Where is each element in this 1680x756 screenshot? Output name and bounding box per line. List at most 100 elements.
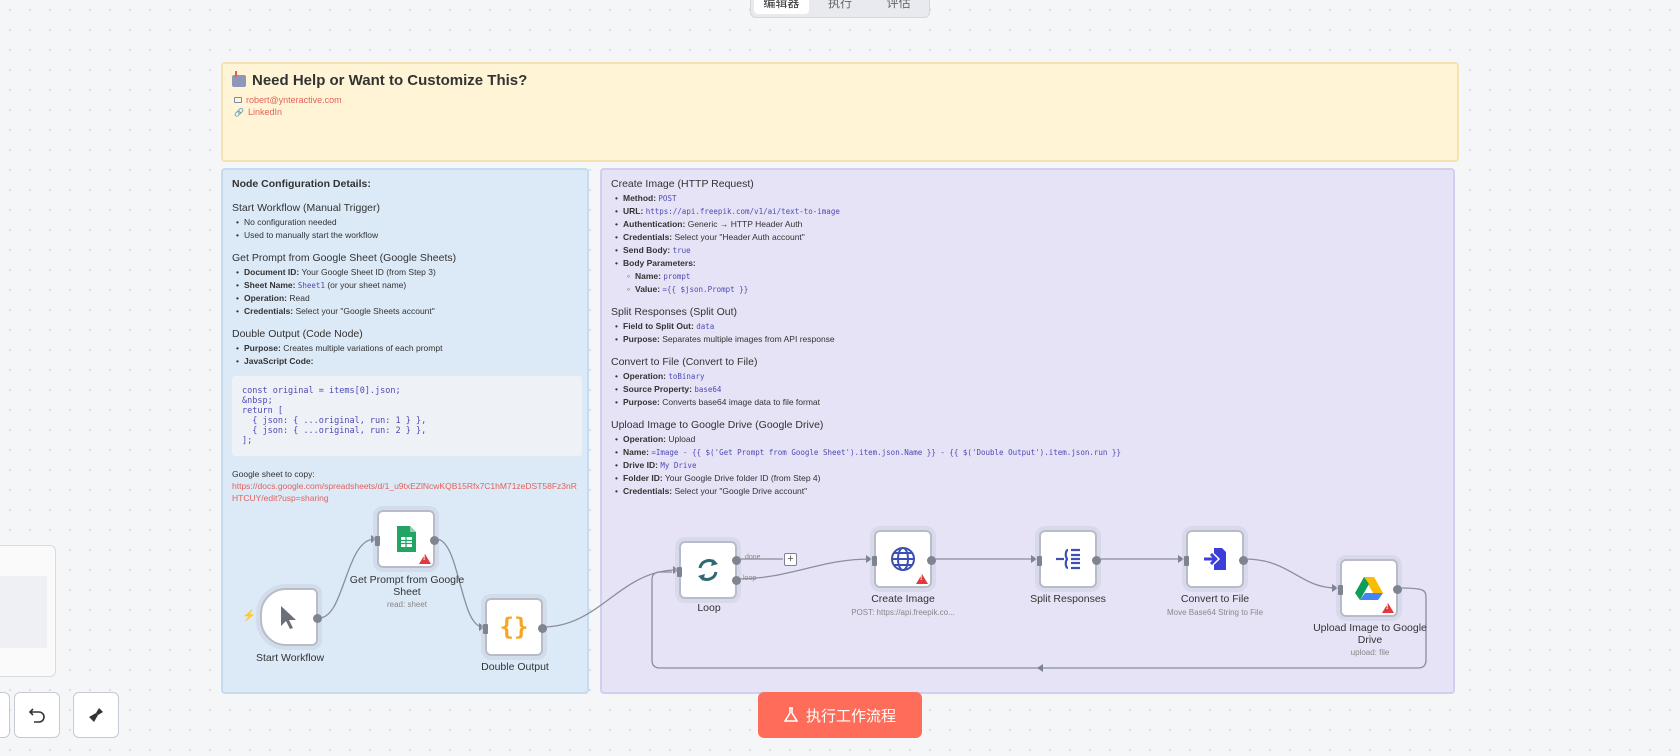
- view-tabs: 编辑器 执行 评估: [750, 0, 930, 18]
- sheet-copy-label: Google sheet to copy:: [232, 469, 315, 479]
- loop-port[interactable]: [732, 576, 741, 585]
- broom-icon: [89, 708, 103, 722]
- node-create-image[interactable]: [872, 530, 936, 588]
- node-start-workflow[interactable]: [260, 588, 322, 646]
- node-split-responses[interactable]: [1037, 530, 1101, 588]
- loop-output-label: loop: [743, 575, 757, 582]
- node-google-drive[interactable]: [1338, 559, 1402, 617]
- convert-file-icon: [1204, 548, 1226, 570]
- sheet-copy-link[interactable]: https://docs.google.com/spreadsheets/d/1…: [232, 481, 577, 503]
- lightning-icon: ⚡: [242, 610, 256, 622]
- tidy-up-button[interactable]: [73, 692, 119, 738]
- sheets-op-item: Operation: Read: [236, 292, 578, 305]
- node-label-split: Split Responses: [1030, 593, 1106, 605]
- execute-button-label: 执行工作流程: [805, 707, 896, 725]
- node-label-create: Create Image: [871, 593, 935, 605]
- input-port[interactable]: [483, 624, 488, 634]
- config-heading: Node Configuration Details:: [232, 178, 371, 190]
- create-send-item: Send Body: true: [615, 244, 1444, 257]
- sheets-section-title: Get Prompt from Google Sheet (Google She…: [232, 252, 457, 264]
- node-sub-sheets: read: sheet: [386, 600, 428, 609]
- side-panel-content: [0, 576, 47, 648]
- output-port[interactable]: [927, 556, 936, 565]
- undo-icon: [28, 708, 45, 723]
- upload-folder-item: Folder ID: Your Google Drive folder ID (…: [615, 472, 1444, 485]
- upload-op-item: Operation: Upload: [615, 433, 1444, 446]
- upload-section-title: Upload Image to Google Drive (Google Dri…: [611, 419, 824, 431]
- upload-cred-item: Credentials: Select your "Google Drive a…: [615, 485, 1444, 498]
- add-node-button[interactable]: +: [784, 553, 797, 566]
- create-body-item: Body Parameters:: [615, 257, 1444, 270]
- linkedin-link[interactable]: LinkedIn: [247, 107, 282, 117]
- output-port[interactable]: [538, 624, 547, 633]
- upload-drive-item: Drive ID: My Drive: [615, 459, 1444, 472]
- input-port[interactable]: [375, 536, 380, 546]
- output-port[interactable]: [1393, 585, 1402, 594]
- undo-button[interactable]: [14, 692, 60, 738]
- create-param-name-item: Name: prompt: [627, 270, 1444, 283]
- node-loop[interactable]: [677, 541, 741, 599]
- code-block: const original = items[0].json; &nbsp; r…: [232, 376, 582, 456]
- output-port[interactable]: [430, 536, 439, 545]
- warning-icon: [419, 554, 431, 564]
- help-title: Need Help or Want to Customize This?: [252, 72, 528, 89]
- convert-purpose-item: Purpose: Converts base64 image data to f…: [615, 396, 1444, 409]
- output-port[interactable]: [313, 614, 322, 623]
- start-section-title: Start Workflow (Manual Trigger): [232, 202, 381, 214]
- node-sub-upload: upload: file: [1350, 648, 1390, 657]
- linkedin-link-row: 🔗 LinkedIn: [234, 107, 1448, 117]
- sheets-doc-item: Document ID: Your Google Sheet ID (from …: [236, 266, 578, 279]
- input-port[interactable]: [1184, 556, 1189, 566]
- create-section-title: Create Image (HTTP Request): [611, 178, 754, 190]
- split-field-item: Field to Split Out: data: [615, 320, 1444, 333]
- google-drive-icon: [1355, 577, 1383, 600]
- double-js-item: JavaScript Code:: [236, 355, 578, 368]
- help-title-row: Need Help or Want to Customize This?: [232, 70, 1448, 89]
- split-section-title: Split Responses (Split Out): [611, 306, 738, 318]
- input-port[interactable]: [677, 567, 682, 577]
- tab-executions[interactable]: 执行: [828, 0, 853, 10]
- execute-workflow-button[interactable]: 执行工作流程: [758, 692, 922, 738]
- cursor-icon: [281, 606, 296, 629]
- node-label-start: Start Workflow: [255, 652, 325, 664]
- globe-icon: [891, 547, 915, 571]
- sheets-name-item: Sheet Name: Sheet1 (or your sheet name): [236, 279, 578, 292]
- split-icon: [1056, 548, 1080, 570]
- google-sheets-icon: [397, 526, 416, 552]
- convert-src-item: Source Property: base64: [615, 383, 1444, 396]
- output-port[interactable]: [1092, 556, 1101, 565]
- output-port[interactable]: [1239, 556, 1248, 565]
- loop-icon: [698, 559, 718, 581]
- input-port[interactable]: [1037, 556, 1042, 566]
- warning-icon: [1382, 603, 1394, 613]
- node-google-sheets[interactable]: [375, 510, 439, 568]
- node-label-double: Double Output: [481, 661, 549, 673]
- sheets-cred-item: Credentials: Select your "Google Sheets …: [236, 305, 578, 318]
- double-section-title: Double Output (Code Node): [232, 328, 363, 340]
- side-panel[interactable]: [0, 545, 56, 677]
- node-convert-to-file[interactable]: [1184, 530, 1248, 588]
- create-cred-item: Credentials: Select your "Header Auth ac…: [615, 231, 1444, 244]
- email-link[interactable]: robert@ynteractive.com: [246, 95, 342, 105]
- convert-section-title: Convert to File (Convert to File): [611, 356, 758, 368]
- create-param-value-item: Value: ={{ $json.Prompt }}: [627, 283, 1444, 296]
- zoom-control-button[interactable]: [0, 692, 10, 738]
- create-url-item: URL: https://api.freepik.com/v1/ai/text-…: [615, 205, 1444, 218]
- done-port[interactable]: [732, 556, 741, 565]
- details-sticky-note[interactable]: Create Image (HTTP Request) Method: POST…: [600, 168, 1455, 694]
- warning-icon: [916, 574, 928, 584]
- input-port[interactable]: [1338, 585, 1343, 595]
- convert-op-item: Operation: toBinary: [615, 370, 1444, 383]
- tab-editor[interactable]: 编辑器: [754, 0, 809, 14]
- node-double-output[interactable]: {}: [483, 598, 547, 656]
- tab-evaluations[interactable]: 评估: [886, 0, 911, 10]
- input-port[interactable]: [872, 556, 877, 566]
- upload-name-item: Name: =Image - {{ $('Get Prompt from Goo…: [615, 446, 1444, 459]
- node-label-convert: Convert to File: [1180, 593, 1250, 605]
- email-link-row: robert@ynteractive.com: [234, 95, 1448, 105]
- start-item: No configuration needed: [236, 216, 578, 229]
- help-sticky-note[interactable]: Need Help or Want to Customize This? rob…: [221, 62, 1459, 162]
- link-icon: 🔗: [234, 107, 244, 117]
- mailbox-icon: [232, 70, 246, 87]
- split-purpose-item: Purpose: Separates multiple images from …: [615, 333, 1444, 346]
